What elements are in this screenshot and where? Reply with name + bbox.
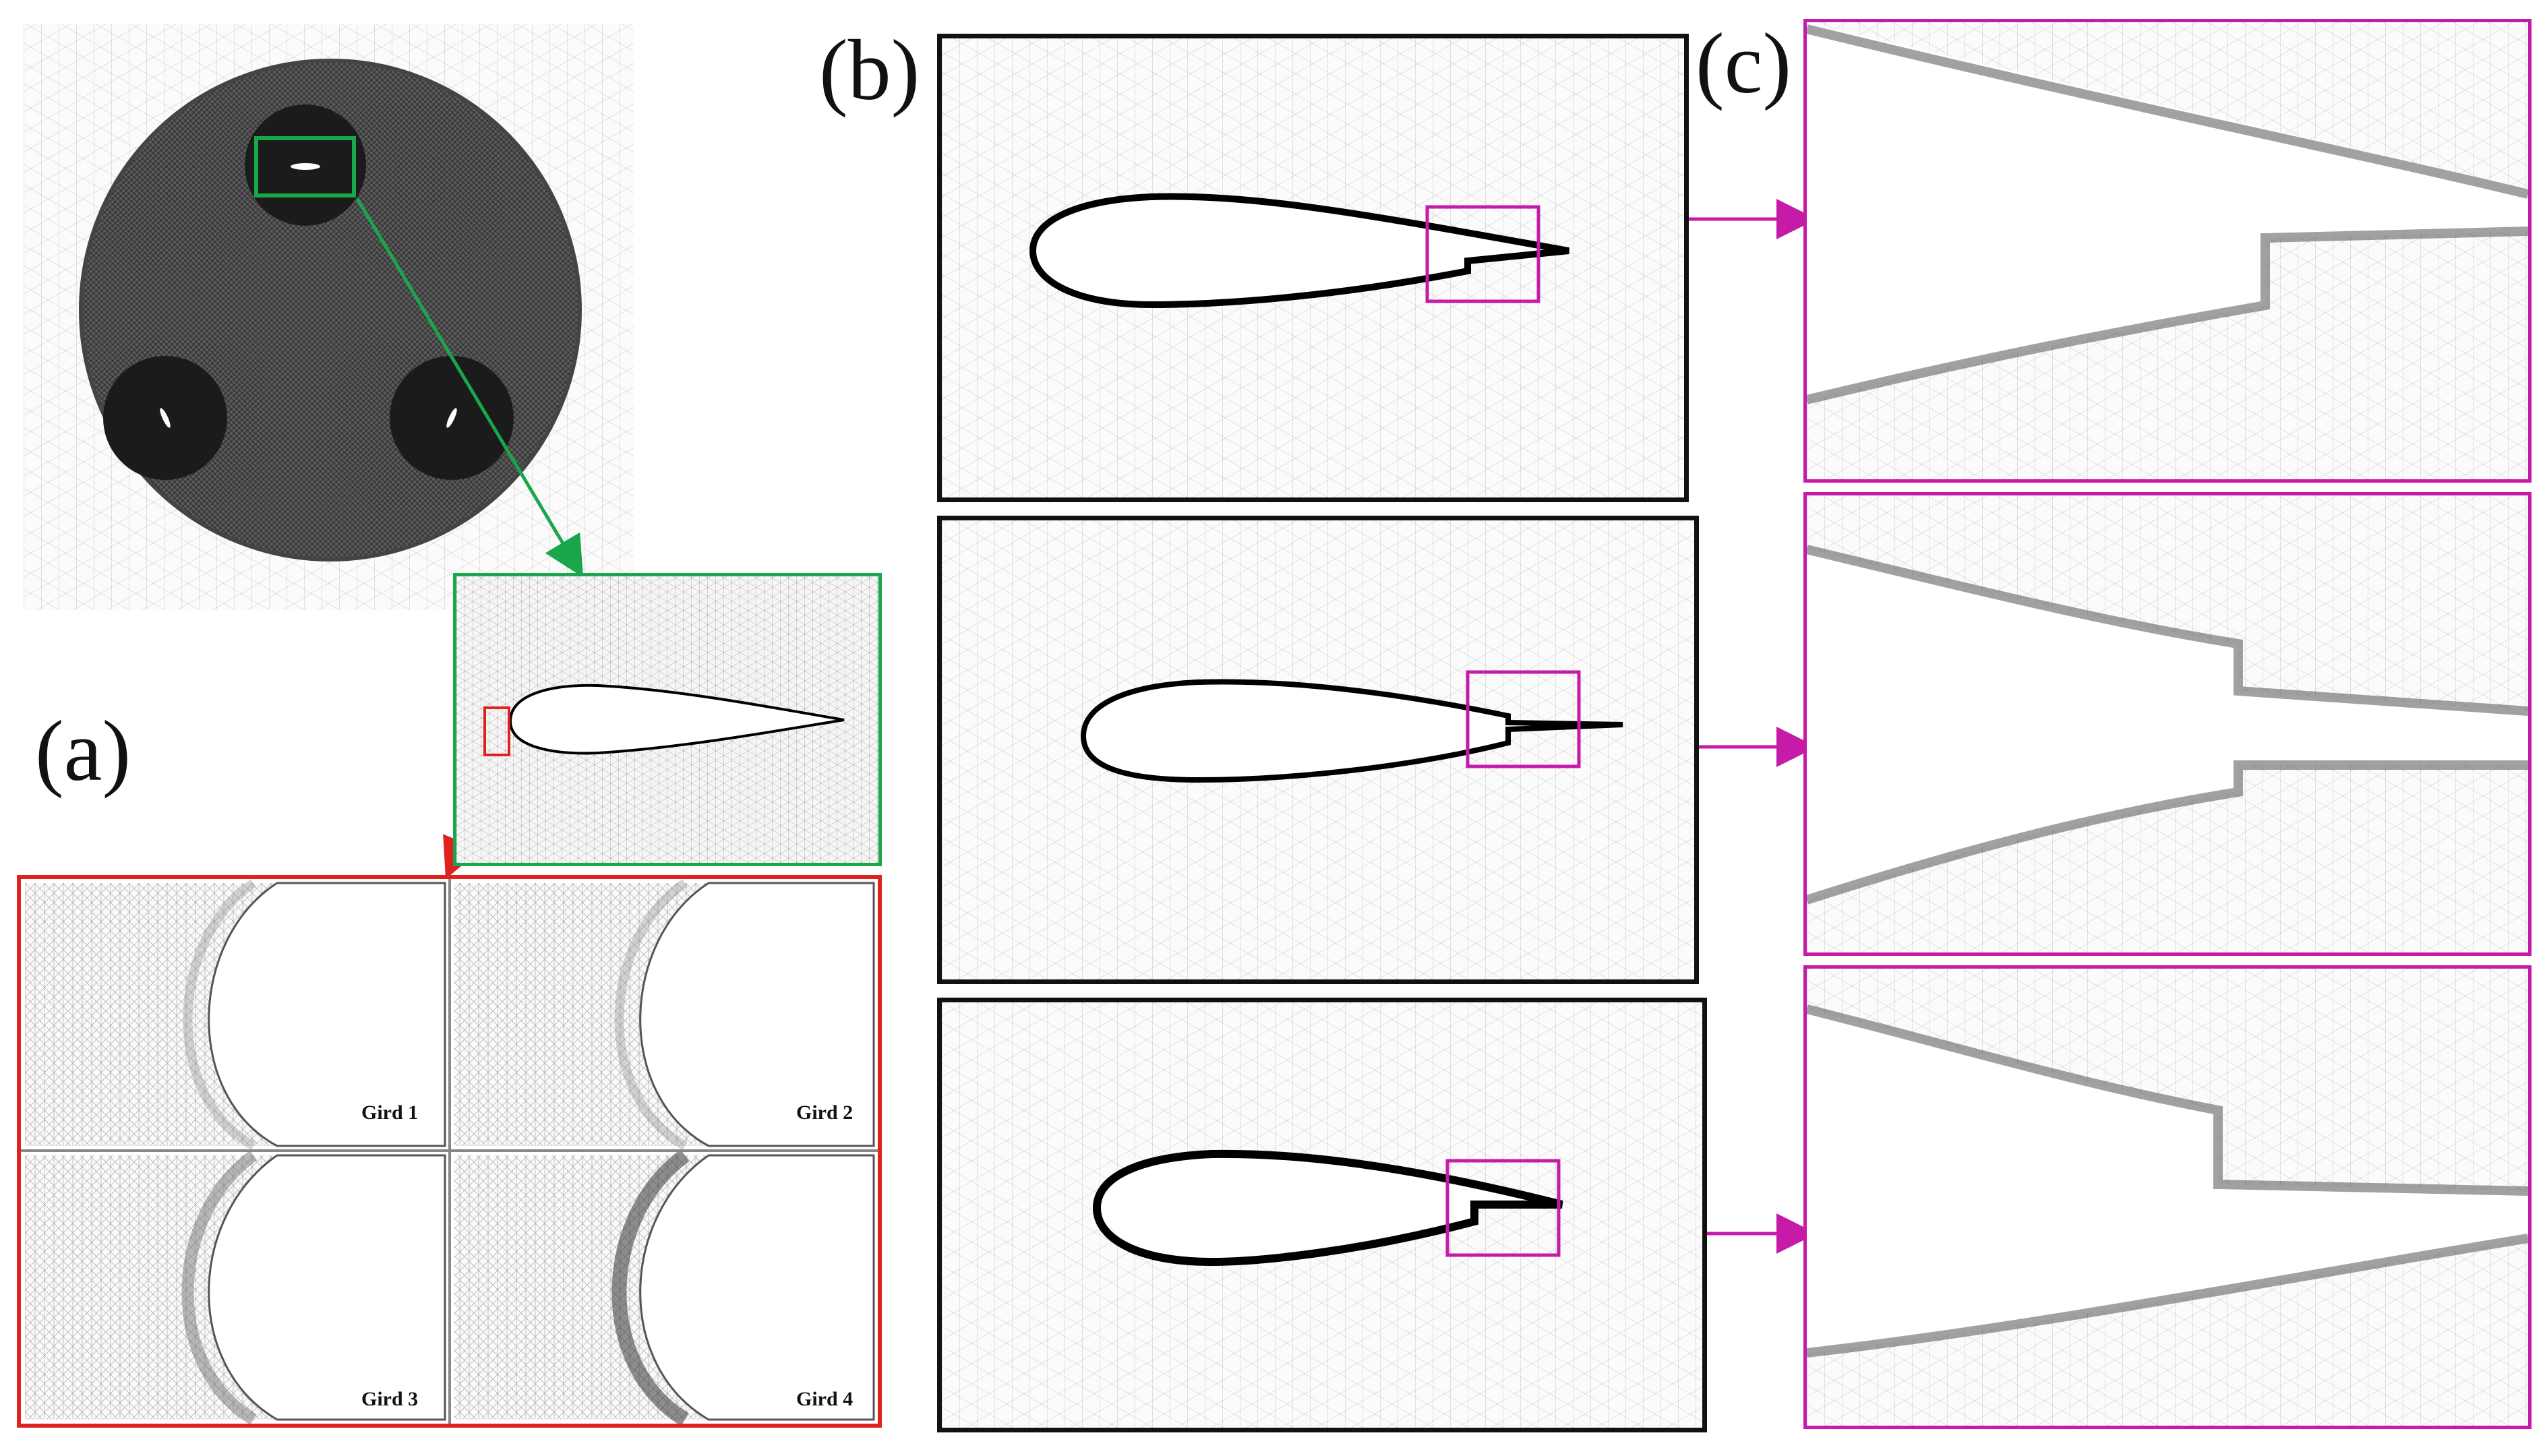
boundary-layer-upper-1 (1807, 24, 2528, 199)
zoom-box-red (483, 706, 510, 756)
detail-panel-2 (1803, 492, 2532, 956)
detail-panel-2-drawing (1807, 545, 2528, 905)
detail-panel-1 (1803, 19, 2532, 483)
detail-panel-3 (1803, 965, 2532, 1429)
boundary-layer-lower-2 (1807, 760, 2528, 905)
detail-panel-3-drawing (1807, 1004, 2528, 1358)
boundary-layer-upper-3 (1807, 1004, 2528, 1196)
detail-box-1 (1425, 205, 1540, 303)
airfoil-panel-1-drawing (1029, 193, 1569, 309)
blade-top (291, 163, 320, 170)
grid-comparison-drawing (21, 879, 878, 1424)
label-a: (a) (35, 703, 131, 799)
airfoil-panel-3 (937, 998, 1707, 1432)
grid-4 (454, 1149, 875, 1424)
airfoil-1 (1029, 193, 1569, 309)
airfoil-panel-3-drawing (1092, 1149, 1563, 1267)
grid-2 (454, 879, 875, 1151)
detail-box-2 (1466, 670, 1581, 768)
grid-1 (25, 879, 446, 1151)
boundary-layer-lower-3 (1807, 1234, 2528, 1358)
detail-panel-1-drawing (1807, 22, 2528, 404)
label-c: (c) (1696, 16, 1792, 111)
airfoil (508, 684, 845, 755)
airfoil-panel-2-drawing (1080, 670, 1623, 783)
airfoil-panel-1 (937, 34, 1689, 502)
airfoil-zoom-panel (453, 573, 882, 866)
airfoil-panel-2 (937, 516, 1699, 984)
blade-left (160, 408, 171, 428)
grid-4-label: Gird 4 (796, 1388, 854, 1410)
label-b: (b) (819, 22, 920, 118)
overview-mesh-drawing (79, 59, 582, 562)
zoom-box-green (254, 136, 356, 198)
airfoil-3 (1092, 1149, 1563, 1267)
boundary-layer-lower-1 (1807, 226, 2528, 404)
grid-1-label: Gird 1 (361, 1101, 419, 1124)
airfoil-zoom-drawing (483, 684, 845, 756)
overview-mesh-panel (24, 24, 634, 610)
grid-comparison-panel: Gird 1 Gird 2 Gird 3 Gird 4 (17, 875, 882, 1428)
airfoil-2 (1080, 679, 1623, 783)
boundary-layer-upper-2 (1807, 545, 2528, 716)
grid-3 (25, 1150, 446, 1424)
detail-box-3 (1445, 1159, 1561, 1257)
grid-3-label: Gird 3 (361, 1388, 419, 1410)
grid-2-label: Gird 2 (796, 1101, 854, 1124)
